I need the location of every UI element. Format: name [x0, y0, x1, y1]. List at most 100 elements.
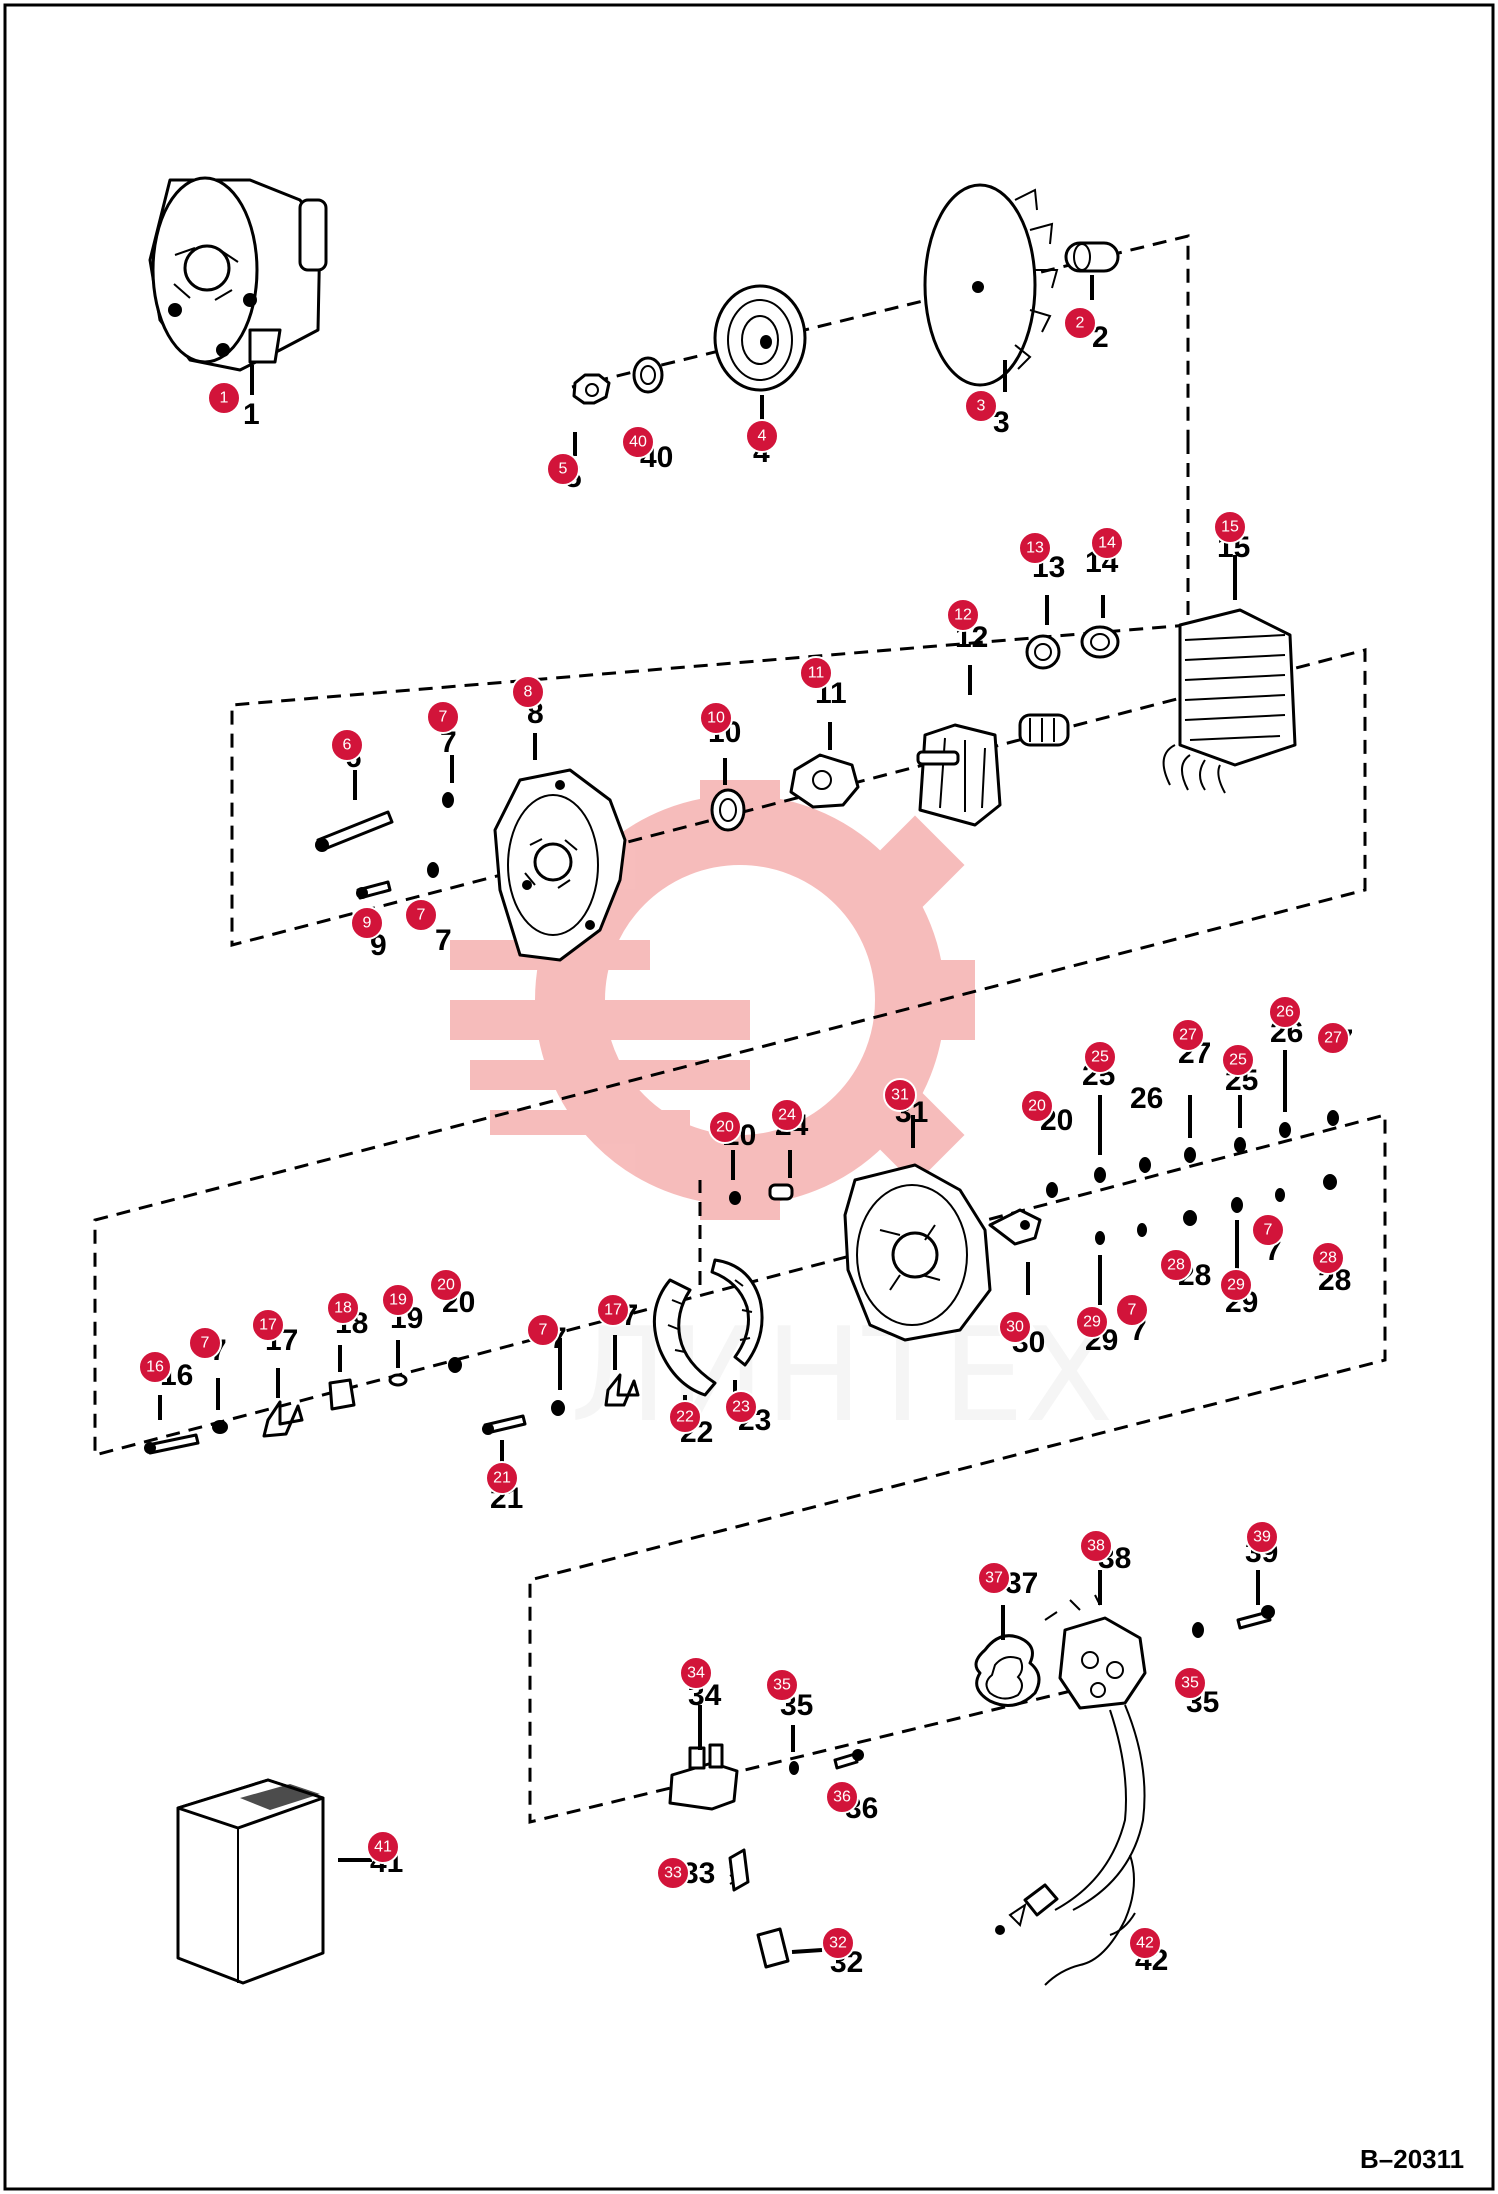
- callout-marker[interactable]: 40: [621, 425, 655, 459]
- svg-text:5: 5: [559, 461, 568, 478]
- part-pulley-4: [713, 284, 807, 420]
- callout-marker[interactable]: 14: [1090, 526, 1124, 560]
- part-washer-25-b: [1234, 1095, 1246, 1153]
- callout-marker[interactable]: 32: [821, 1926, 855, 1960]
- part-washer-7-right: [1095, 1188, 1285, 1245]
- callout-marker[interactable]: 35: [765, 1668, 799, 1702]
- part-washer-35-bottom: [789, 1725, 799, 1775]
- svg-text:27: 27: [1324, 1030, 1342, 1047]
- svg-text:20: 20: [437, 1277, 455, 1294]
- callout-marker[interactable]: 18: [326, 1291, 360, 1325]
- svg-text:16: 16: [146, 1359, 164, 1376]
- callout-marker[interactable]: 3: [964, 389, 998, 423]
- callout-marker[interactable]: 33: [656, 1856, 690, 1890]
- part-washer-7-bottom: [427, 862, 439, 878]
- callout-marker[interactable]: 34: [679, 1656, 713, 1690]
- callout-marker[interactable]: 19: [381, 1283, 415, 1317]
- callout-marker[interactable]: 38: [1079, 1529, 1113, 1563]
- part-bracket-17-mid: [604, 1335, 640, 1407]
- callout-marker[interactable]: 9: [350, 906, 384, 940]
- part-rotor-12: [916, 665, 1070, 827]
- callout-marker[interactable]: 20: [1020, 1089, 1054, 1123]
- svg-text:35: 35: [1181, 1675, 1199, 1692]
- callout-marker[interactable]: 8: [511, 675, 545, 709]
- callout-marker[interactable]: 37: [977, 1561, 1011, 1595]
- svg-text:2: 2: [1076, 315, 1085, 332]
- svg-text:27: 27: [1179, 1027, 1197, 1044]
- callout-marker[interactable]: 11: [799, 656, 833, 690]
- callout-marker[interactable]: 28: [1159, 1248, 1193, 1282]
- callout-marker[interactable]: 7: [526, 1313, 560, 1347]
- svg-text:18: 18: [334, 1300, 352, 1317]
- callout-marker[interactable]: 10: [699, 701, 733, 735]
- callout-marker[interactable]: 13: [1018, 531, 1052, 565]
- svg-text:12: 12: [954, 607, 972, 624]
- callout-marker[interactable]: 5: [546, 452, 580, 486]
- callout-marker[interactable]: 22: [668, 1400, 702, 1434]
- callout-marker[interactable]: 36: [825, 1780, 859, 1814]
- callout-marker[interactable]: 21: [485, 1461, 519, 1495]
- callout-marker[interactable]: 41: [366, 1830, 400, 1864]
- svg-text:20: 20: [716, 1119, 734, 1136]
- part-spacer-2: [1064, 241, 1120, 300]
- svg-text:7: 7: [417, 907, 426, 924]
- part-washer-40: [632, 356, 664, 394]
- callout-marker[interactable]: 35: [1173, 1666, 1207, 1700]
- callout-marker[interactable]: 4: [745, 419, 779, 453]
- callout-marker[interactable]: 29: [1219, 1268, 1253, 1302]
- callout-marker[interactable]: 23: [724, 1390, 758, 1424]
- callout-marker[interactable]: 7: [404, 898, 438, 932]
- callout-marker[interactable]: 7: [188, 1326, 222, 1360]
- callout-marker[interactable]: 39: [1245, 1520, 1279, 1554]
- part-washer-7-lower-mid: [551, 1338, 565, 1416]
- callout-marker[interactable]: 17: [596, 1293, 630, 1327]
- callout-marker[interactable]: 25: [1083, 1040, 1117, 1074]
- callout-marker[interactable]: 31: [883, 1078, 917, 1112]
- printed-number: 1: [243, 398, 260, 431]
- watermark: ЛИНТЕХ: [450, 780, 1113, 1451]
- callout-marker[interactable]: 24: [770, 1098, 804, 1132]
- callout-marker[interactable]: 2: [1063, 306, 1097, 340]
- svg-text:4: 4: [758, 428, 767, 445]
- callout-marker[interactable]: 20: [429, 1268, 463, 1302]
- svg-text:24: 24: [778, 1107, 796, 1124]
- callout-marker[interactable]: 28: [1311, 1241, 1345, 1275]
- part-alternator-assembly: [148, 176, 328, 395]
- svg-text:7: 7: [1264, 1222, 1273, 1239]
- part-washer-7-top: [442, 755, 454, 808]
- callout-marker[interactable]: 7: [426, 700, 460, 734]
- callout-marker[interactable]: 30: [998, 1310, 1032, 1344]
- svg-text:20: 20: [1028, 1098, 1046, 1115]
- svg-text:29: 29: [1083, 1314, 1101, 1331]
- part-washer-20-right: [1046, 1182, 1058, 1198]
- watermark-text: ЛИНТЕХ: [570, 1299, 1113, 1451]
- callout-marker[interactable]: 17: [251, 1308, 285, 1342]
- callout-marker[interactable]: 1: [207, 381, 241, 415]
- callout-marker[interactable]: 7: [1251, 1213, 1285, 1247]
- callout-marker[interactable]: 26: [1268, 995, 1302, 1029]
- svg-text:7: 7: [439, 709, 448, 726]
- callout-marker[interactable]: 27: [1316, 1021, 1350, 1055]
- callout-markers: 1 2 3 4 5 40 6 7 8 9 7 10 11 12 13 14 15…: [138, 306, 1350, 1960]
- part-bushing-24: [768, 1150, 794, 1201]
- part-washer-28: [1183, 1174, 1337, 1226]
- svg-text:17: 17: [604, 1302, 622, 1319]
- callout-marker[interactable]: 7: [1115, 1293, 1149, 1327]
- part-end-housing-8: [493, 733, 627, 962]
- callout-marker[interactable]: 25: [1221, 1043, 1255, 1077]
- callout-marker[interactable]: 16: [138, 1350, 172, 1384]
- svg-text:36: 36: [833, 1789, 851, 1806]
- part-screw-21: [482, 1414, 527, 1465]
- callout-marker[interactable]: 27: [1171, 1018, 1205, 1052]
- callout-marker[interactable]: 29: [1075, 1305, 1109, 1339]
- callout-marker[interactable]: 15: [1213, 510, 1247, 544]
- callout-marker[interactable]: 42: [1128, 1926, 1162, 1960]
- part-regulator-34: [668, 1705, 739, 1811]
- svg-text:32: 32: [829, 1935, 847, 1952]
- callout-marker[interactable]: 6: [330, 728, 364, 762]
- svg-text:31: 31: [891, 1087, 909, 1104]
- callout-marker[interactable]: 20: [708, 1110, 742, 1144]
- callout-marker[interactable]: 12: [946, 598, 980, 632]
